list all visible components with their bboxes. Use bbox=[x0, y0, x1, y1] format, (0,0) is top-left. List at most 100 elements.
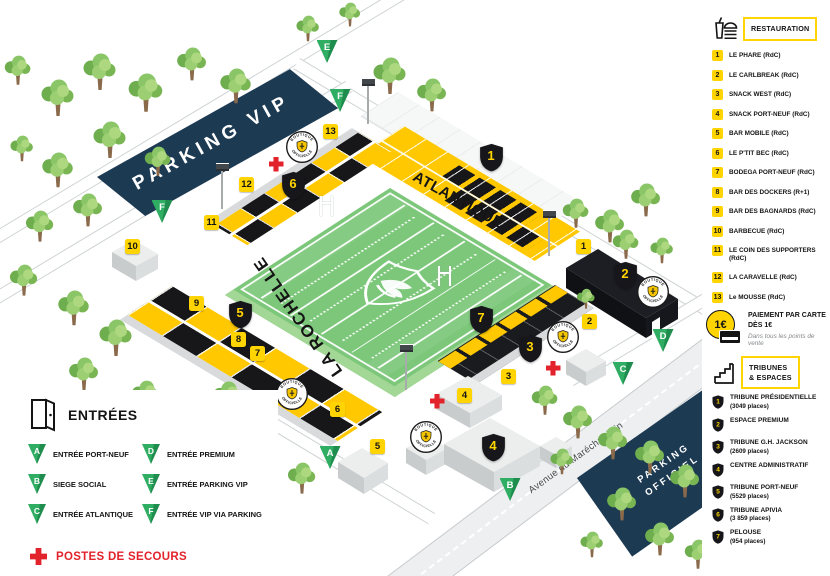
payment-subtitle: Dans tous les points de vente bbox=[748, 332, 815, 347]
restauration-item-label: LE COIN DES SUPPORTERS (RdC) bbox=[729, 247, 816, 263]
restauration-item-number: 13 bbox=[712, 291, 723, 303]
restauration-item-number: 8 bbox=[712, 186, 723, 198]
restauration-item-number: 10 bbox=[712, 225, 723, 237]
tribune-legend-item: 5 TRIBUNE PORT-NEUF(5529 places) bbox=[712, 484, 828, 507]
club-crest-logo bbox=[364, 259, 437, 305]
restauration-item-number: 9 bbox=[712, 206, 723, 217]
tribune-item-label: TRIBUNE G.H. JACKSON bbox=[730, 439, 808, 446]
gate-letter-icon: C bbox=[28, 504, 46, 524]
tribune-shield-marker: 6 bbox=[281, 171, 306, 200]
restauration-item-number: 11 bbox=[712, 245, 723, 256]
restauration-legend-item: 10 BARBECUE (RdC) bbox=[712, 225, 828, 237]
restauration-item-label: Le MOUSSE (RdC) bbox=[729, 293, 786, 301]
shield-icon: 1 bbox=[712, 394, 724, 414]
floodlight-icon bbox=[361, 78, 375, 124]
building bbox=[566, 349, 606, 386]
entrance-item-label: ENTRÉE PREMIUM bbox=[167, 449, 235, 459]
entrance-legend-item: E ENTRÉE PARKING VIP bbox=[142, 474, 256, 494]
first-aid-label: POSTES DE SECOURS bbox=[56, 550, 187, 563]
tribune-item-places: (2609 places) bbox=[730, 447, 769, 455]
restauration-item-label: SNACK PORT-NEUF (RdC) bbox=[729, 110, 810, 118]
svg-text:4: 4 bbox=[716, 466, 720, 473]
tribune-item-label: TRIBUNE PORT-NEUF bbox=[730, 484, 799, 491]
tribune-item-label: TRIBUNE PRÉSIDENTIELLE bbox=[730, 394, 817, 401]
tribune-item-text: CENTRE ADMINISTRATIF bbox=[730, 462, 808, 471]
restauration-item-label: BAR DES DOCKERS (R+1) bbox=[729, 188, 810, 196]
svg-text:5: 5 bbox=[716, 489, 720, 496]
tribune-item-text: PELOUSE(954 places) bbox=[730, 529, 765, 545]
entrance-item-label: ENTRÉE VIP VIA PARKING bbox=[167, 509, 262, 519]
shield-icon: 6 bbox=[712, 507, 724, 527]
restauration-title: RESTAURATION bbox=[743, 17, 818, 41]
credit-card-icon bbox=[719, 330, 741, 344]
tribune-shield-marker: 7 bbox=[469, 305, 494, 334]
tribune-legend-item: 6 TRIBUNE APIVIA(3 859 places) bbox=[712, 507, 828, 530]
resto-tag-marker: 5 bbox=[370, 438, 385, 454]
entrance-item-label: ENTRÉE PARKING VIP bbox=[167, 479, 248, 489]
restauration-item-number: 2 bbox=[712, 69, 723, 81]
tribune-shield-marker: 2 bbox=[613, 261, 638, 290]
tribune-item-text: TRIBUNE APIVIA(3 859 places) bbox=[730, 507, 782, 523]
floodlight-icon bbox=[399, 344, 413, 390]
restauration-item-number: 5 bbox=[712, 128, 723, 139]
restauration-legend-item: 2 LE CARLBREAK (RdC) bbox=[712, 69, 828, 81]
restauration-item-label: LA CARAVELLE (RdC) bbox=[729, 274, 797, 282]
resto-tag-marker: 8 bbox=[231, 331, 246, 347]
restauration-item-label: BODEGA PORT-NEUF (RdC) bbox=[729, 169, 815, 176]
food-drink-icon bbox=[715, 17, 738, 39]
entrances-title: ENTRÉES bbox=[68, 407, 138, 423]
tribune-item-places: (5529 places) bbox=[730, 492, 769, 500]
entrance-legend-item: C ENTRÉE ATLANTIQUE bbox=[28, 504, 142, 524]
restauration-legend-item: 8 BAR DES DOCKERS (R+1) bbox=[712, 186, 828, 198]
tribune-item-label: PELOUSE bbox=[730, 529, 762, 536]
tribune-legend-item: 4 CENTRE ADMINISTRATIF bbox=[712, 462, 828, 485]
svg-text:2: 2 bbox=[716, 421, 720, 428]
tribune-shield-marker: 1 bbox=[479, 143, 504, 172]
tribune-item-text: TRIBUNE PORT-NEUF(5529 places) bbox=[730, 484, 798, 500]
resto-tag-marker: 2 bbox=[582, 313, 597, 329]
resto-tag-marker: 3 bbox=[501, 368, 516, 384]
tribunes-title: TRIBUNES & ESPACES bbox=[741, 356, 800, 390]
resto-tag-marker: 9 bbox=[189, 295, 204, 311]
svg-text:7: 7 bbox=[716, 534, 720, 541]
gate-letter-icon: D bbox=[142, 444, 160, 464]
tribunes-list: 1 TRIBUNE PRÉSIDENTIELLE(3049 places) 2 ESP… bbox=[712, 394, 828, 552]
door-icon bbox=[31, 398, 55, 432]
gate-letter-icon: B bbox=[28, 474, 46, 494]
tribune-item-places: (3 859 places) bbox=[730, 515, 771, 523]
tribune-legend-item: 3 TRIBUNE G.H. JACKSON(2609 places) bbox=[712, 439, 828, 462]
resto-tag-marker: 1 bbox=[576, 238, 591, 254]
shield-icon: 4 bbox=[712, 462, 724, 482]
restauration-item-number: 7 bbox=[712, 167, 723, 178]
restauration-item-label: LE CARLBREAK (RdC) bbox=[729, 71, 799, 79]
resto-tag-marker: 7 bbox=[250, 345, 265, 361]
gate-letter-icon: A bbox=[28, 444, 46, 464]
restauration-item-label: LE P'TIT BEC (RdC) bbox=[729, 149, 789, 157]
resto-tag-marker: 4 bbox=[457, 387, 472, 403]
restauration-item-label: BARBECUE (RdC) bbox=[729, 227, 785, 235]
restauration-item-number: 12 bbox=[712, 272, 723, 284]
svg-text:3: 3 bbox=[716, 444, 720, 451]
tribune-item-places: (3049 places) bbox=[730, 402, 769, 410]
resto-tag-marker: 13 bbox=[323, 123, 338, 139]
shield-icon: 3 bbox=[712, 439, 724, 459]
svg-text:6: 6 bbox=[716, 511, 720, 518]
entrance-item-label: ENTRÉE ATLANTIQUE bbox=[53, 509, 133, 519]
restauration-item-label: SNACK WEST (RdC) bbox=[729, 91, 792, 98]
tribune-item-text: ESPACE PREMIUM bbox=[730, 417, 789, 426]
restauration-item-label: LE PHARE (RdC) bbox=[729, 52, 781, 59]
shield-icon: 5 bbox=[712, 484, 724, 504]
building bbox=[338, 448, 388, 494]
tribune-item-label: CENTRE ADMINISTRATIF bbox=[730, 461, 809, 469]
gate-letter-icon: E bbox=[142, 474, 160, 494]
